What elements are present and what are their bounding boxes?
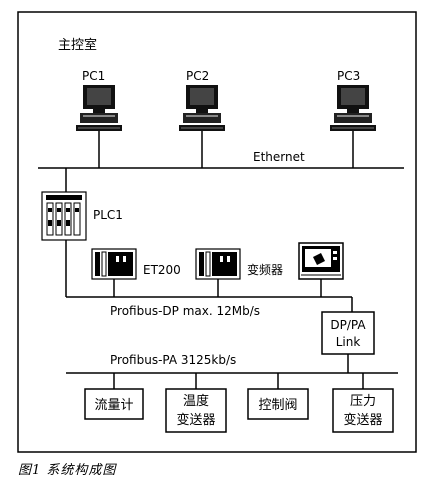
dp-pa-link-box [321, 311, 375, 355]
inverter-label: 变频器 [247, 262, 283, 277]
et200-label: ET200 [143, 263, 181, 277]
computer-icon [76, 85, 122, 131]
inverter-icon [195, 248, 241, 280]
profibus-pa-label: Profibus-PA 3125kb/s [110, 353, 236, 367]
device-label: 压力 [350, 394, 376, 409]
device-label: 变送器 [176, 412, 215, 428]
device-label: 控制阀 [258, 398, 297, 413]
pc-label: PC1 [82, 69, 105, 83]
profibus-dp-label: Profibus-DP max. 12Mb/s [110, 304, 260, 318]
et200-icon [91, 248, 137, 280]
computer-icon [330, 85, 376, 131]
computer-icon [179, 85, 225, 131]
device-label: 温度 [183, 393, 209, 409]
device-box-temperature [165, 388, 227, 433]
dp-pa-link-line1: DP/PA [330, 318, 366, 332]
device-label: 流量计 [94, 398, 133, 413]
device-label: 变送器 [343, 412, 382, 428]
device-box-flowmeter [84, 388, 144, 420]
pc-label: PC2 [186, 69, 209, 83]
dp-pa-link-line2: Link [336, 335, 361, 349]
device-box-pressure [332, 388, 394, 433]
monitor-icon [298, 242, 344, 280]
pc-3: PC3 [330, 69, 376, 168]
plc-label: PLC1 [93, 208, 123, 222]
ethernet-label: Ethernet [253, 150, 305, 164]
diagram-frame [17, 11, 417, 453]
pc-label: PC3 [337, 69, 360, 83]
pc-2: PC2 [179, 69, 225, 168]
pc-1: PC1 [76, 69, 122, 168]
device-box-valve [247, 388, 309, 420]
plc-icon [41, 191, 87, 241]
room-label: 主控室 [58, 37, 97, 53]
figure-caption: 图1 系统构成图 [18, 463, 117, 478]
